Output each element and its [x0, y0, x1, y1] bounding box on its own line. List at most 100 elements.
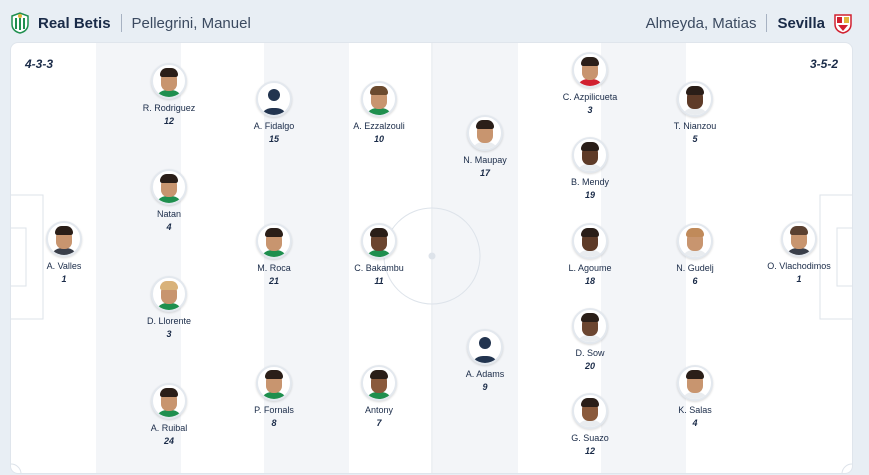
player-avatar — [781, 221, 817, 257]
home-player-card[interactable]: A. Ruibal 24 — [114, 383, 224, 446]
player-number: 3 — [587, 105, 593, 115]
player-number: 17 — [479, 168, 490, 178]
player-avatar-placeholder — [256, 81, 292, 117]
away-player-card[interactable]: K. Salas 4 — [640, 365, 750, 428]
player-avatar — [361, 81, 397, 117]
player-number: 12 — [584, 446, 595, 456]
away-player-card[interactable]: D. Sow 20 — [535, 308, 645, 371]
player-number: 18 — [584, 276, 595, 286]
player-number: 6 — [692, 276, 698, 286]
player-name: C. Azpilicueta — [562, 92, 618, 102]
player-name: B. Mendy — [570, 177, 610, 187]
player-avatar — [361, 365, 397, 401]
away-player-card[interactable]: N. Maupay 17 — [430, 115, 540, 178]
player-avatar — [677, 365, 713, 401]
player-number: 15 — [268, 134, 279, 144]
player-name: Natan — [156, 209, 182, 219]
away-player-card[interactable]: O. Vlachodimos 1 — [744, 221, 852, 284]
player-number: 3 — [166, 329, 172, 339]
player-name: O. Vlachodimos — [767, 261, 831, 271]
away-player-card[interactable]: G. Suazo 12 — [535, 393, 645, 456]
away-coach-name: Almeyda, Matias — [645, 14, 757, 32]
away-player-card[interactable]: L. Agoume 18 — [535, 223, 645, 286]
home-player-card[interactable]: Natan 4 — [114, 169, 224, 232]
player-avatar — [467, 115, 503, 151]
pitch-stripe — [433, 43, 518, 473]
player-number: 7 — [376, 418, 382, 428]
lineup-header: Real Betis Pellegrini, Manuel Almeyda, M… — [0, 0, 869, 42]
player-avatar — [151, 276, 187, 312]
player-number: 1 — [796, 274, 802, 284]
away-formation: 3-5-2 — [809, 57, 838, 71]
player-number: 20 — [584, 361, 595, 371]
home-player-card[interactable]: M. Roca 21 — [219, 223, 329, 286]
player-avatar — [361, 223, 397, 259]
player-name: T. Nianzou — [673, 121, 717, 131]
player-avatar — [572, 52, 608, 88]
player-number: 8 — [271, 418, 277, 428]
player-name: P. Fornals — [254, 405, 294, 415]
pitch-stripe — [601, 43, 686, 473]
player-avatar-placeholder — [467, 329, 503, 365]
player-avatar — [572, 308, 608, 344]
real-betis-crest-icon — [11, 12, 29, 34]
player-avatar — [572, 223, 608, 259]
player-name: A. Ezzalzouli — [353, 121, 405, 131]
home-player-card[interactable]: C. Bakambu 11 — [324, 223, 434, 286]
away-player-card[interactable]: B. Mendy 19 — [535, 137, 645, 200]
player-number: 19 — [584, 190, 595, 200]
player-avatar — [151, 63, 187, 99]
home-player-card[interactable]: Antony 7 — [324, 365, 434, 428]
player-avatar — [677, 81, 713, 117]
home-formation: 4-3-3 — [25, 57, 54, 71]
player-name: M. Roca — [257, 263, 291, 273]
player-name: Antony — [364, 405, 394, 415]
away-player-card[interactable]: T. Nianzou 5 — [640, 81, 750, 144]
player-name: A. Ruibal — [150, 423, 188, 433]
player-avatar — [151, 383, 187, 419]
home-player-card[interactable]: R. Rodriguez 12 — [114, 63, 224, 126]
player-name: D. Llorente — [146, 316, 192, 326]
player-number: 5 — [692, 134, 698, 144]
player-name: K. Salas — [678, 405, 712, 415]
player-name: C. Bakambu — [354, 263, 404, 273]
player-avatar — [256, 365, 292, 401]
player-number: 12 — [163, 116, 174, 126]
player-avatar — [256, 223, 292, 259]
player-number: 11 — [374, 276, 384, 286]
home-player-card[interactable]: P. Fornals 8 — [219, 365, 329, 428]
player-avatar — [46, 221, 82, 257]
player-avatar — [151, 169, 187, 205]
header-separator — [120, 14, 122, 32]
home-player-card[interactable]: D. Llorente 3 — [114, 276, 224, 339]
home-team-name[interactable]: Real Betis — [38, 14, 111, 32]
player-number: 1 — [61, 274, 67, 284]
player-number: 10 — [373, 134, 384, 144]
player-name: D. Sow — [575, 348, 605, 358]
player-name: A. Adams — [465, 369, 505, 379]
player-number: 9 — [482, 382, 488, 392]
home-player-card[interactable]: A. Fidalgo 15 — [219, 81, 329, 144]
player-name: A. Fidalgo — [253, 121, 295, 131]
away-player-card[interactable]: A. Adams 9 — [430, 329, 540, 392]
player-name: G. Suazo — [571, 433, 609, 443]
player-number: 21 — [268, 276, 279, 286]
away-team-name[interactable]: Sevilla — [777, 14, 825, 32]
player-avatar — [677, 223, 713, 259]
player-name: L. Agoume — [568, 263, 612, 273]
player-number: 24 — [163, 436, 174, 446]
player-name: N. Gudelj — [676, 263, 714, 273]
player-name: R. Rodriguez — [142, 103, 196, 113]
home-coach-name: Pellegrini, Manuel — [131, 14, 251, 32]
away-player-card[interactable]: N. Gudelj 6 — [640, 223, 750, 286]
away-player-card[interactable]: C. Azpilicueta 3 — [535, 52, 645, 115]
player-name: A. Valles — [46, 261, 82, 271]
player-number: 4 — [166, 222, 172, 232]
home-team-header[interactable]: Real Betis Pellegrini, Manuel — [10, 12, 251, 34]
player-name: N. Maupay — [463, 155, 507, 165]
home-player-card[interactable]: A. Valles 1 — [11, 221, 119, 284]
header-separator — [766, 14, 768, 32]
home-player-card[interactable]: A. Ezzalzouli 10 — [324, 81, 434, 144]
football-pitch: 4-3-3 3-5-2 A. Valles 1 R. Rodriguez 12 … — [10, 42, 853, 474]
away-team-header[interactable]: Almeyda, Matias Sevilla — [646, 12, 853, 34]
